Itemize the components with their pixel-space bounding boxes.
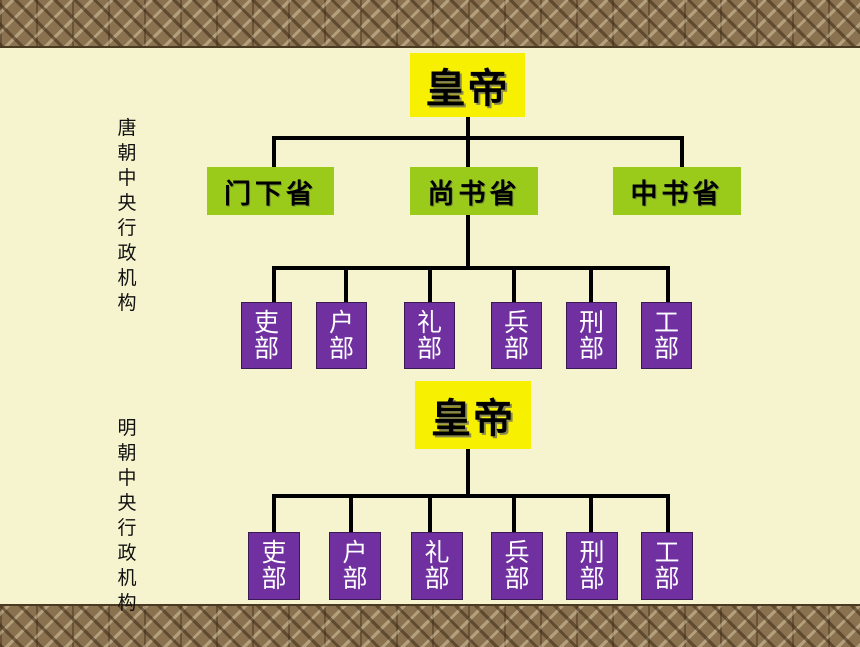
- top-ornamental-border: [0, 0, 860, 48]
- ming-hu-bu-box: 户 部: [329, 532, 381, 600]
- ming-bu-drop: [589, 494, 593, 532]
- tang-bing-bu-box: 兵 部: [491, 302, 542, 369]
- ming-emperor-connector: [466, 449, 470, 498]
- tang-xing-bu-box: 刑 部: [566, 302, 617, 369]
- ming-label: 明 朝 中 央 行 政 机 构: [117, 417, 137, 614]
- tang-bu-bus: [272, 266, 670, 270]
- tang-bu-drop: [589, 266, 593, 302]
- tang-hu-bu-box: 户 部: [316, 302, 367, 369]
- zhongshu-sheng-box: 中书省: [613, 167, 741, 215]
- tang-shangshu-connector: [466, 215, 470, 270]
- tang-sheng-drop: [680, 136, 684, 167]
- tang-bu-drop: [344, 266, 348, 302]
- ming-bu-drop: [666, 494, 670, 532]
- ming-bu-drop: [512, 494, 516, 532]
- tang-bu-drop: [512, 266, 516, 302]
- ming-gong-bu-box: 工 部: [641, 532, 693, 600]
- tang-emperor-connector: [466, 117, 470, 140]
- ming-bu-drop: [272, 494, 276, 532]
- tang-sheng-drop: [466, 136, 470, 167]
- shangshu-sheng-box: 尚书省: [410, 167, 538, 215]
- tang-label: 唐 朝 中 央 行 政 机 构: [117, 117, 137, 314]
- ming-bu-bus: [272, 494, 670, 498]
- ming-li-rites-bu-box: 礼 部: [411, 532, 463, 600]
- tang-emperor-box: 皇帝: [410, 53, 525, 117]
- ming-emperor-box: 皇帝: [415, 381, 531, 449]
- ming-bing-bu-box: 兵 部: [491, 532, 543, 600]
- tang-bu-drop: [666, 266, 670, 302]
- tang-bu-drop: [428, 266, 432, 302]
- menxia-sheng-box: 门下省: [207, 167, 334, 215]
- ming-xing-bu-box: 刑 部: [566, 532, 618, 600]
- ming-bu-drop: [349, 494, 353, 532]
- tang-gong-bu-box: 工 部: [641, 302, 692, 369]
- ming-li-bu-box: 吏 部: [248, 532, 300, 600]
- tang-bu-drop: [272, 266, 276, 302]
- tang-sheng-bus: [272, 136, 684, 140]
- tang-li-bu-box: 吏 部: [241, 302, 292, 369]
- tang-sheng-drop: [272, 136, 276, 167]
- ming-bu-drop: [428, 494, 432, 532]
- tang-li-rites-bu-box: 礼 部: [404, 302, 455, 369]
- bottom-ornamental-border: [0, 604, 860, 647]
